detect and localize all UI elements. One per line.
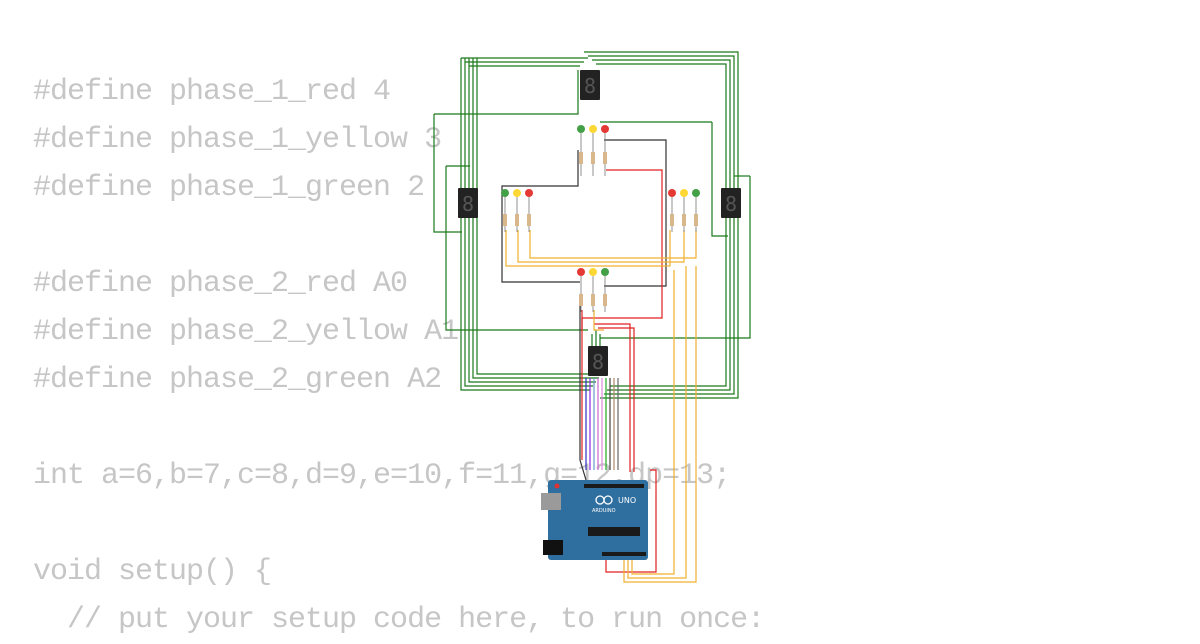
led-icon [680,189,688,197]
display-right: 8 [721,188,741,218]
led-group-left [501,189,533,232]
board-model: UNO [618,496,636,505]
board-brand: ARDUINO [592,508,616,514]
seven-segment-display-icon: 8 [584,74,596,98]
code-line: void setup() { [33,555,272,589]
display-bottom: 8 [588,346,608,376]
black-wire-bundle [501,139,667,481]
microcontroller-chip-icon [588,527,640,536]
seven-segment-display-icon: 8 [592,350,604,374]
resistor-icon [694,214,698,226]
led-icon [501,189,509,197]
led-group-bottom [577,268,609,312]
resistor-icon [591,152,595,164]
resistor-icon [603,152,607,164]
seven-segment-display-icon: 8 [725,192,737,216]
code-line: #define phase_2_red A0 [33,267,408,301]
led-icon [589,268,597,276]
resistor-icon [527,214,531,226]
resistor-icon [579,152,583,164]
led-icon [577,125,585,133]
power-jack-icon [543,540,563,555]
display-top: 8 [580,70,600,100]
led-group-right [668,189,700,232]
yellow-wire-bundle [505,230,697,583]
led-icon [601,125,609,133]
resistor-icon [603,294,607,306]
led-icon [589,125,597,133]
display-left: 8 [458,188,478,218]
resistor-icon [591,294,595,306]
code-line: #define phase_2_yellow A1 [33,315,459,349]
resistor-icon [682,214,686,226]
usb-port-icon [541,493,561,510]
led-icon [692,189,700,197]
code-line: #define phase_1_yellow 3 [33,123,442,157]
resistor-icon [515,214,519,226]
led-group-top [577,125,609,176]
led-icon [577,268,585,276]
resistor-icon [503,214,507,226]
signal-wire-bundle [585,378,619,470]
led-icon [668,189,676,197]
resistor-icon [579,294,583,306]
arduino-uno-board-icon: UNO ARDUINO [541,480,648,560]
green-wire-bundle [433,51,751,399]
code-line: #define phase_1_green 2 [33,171,425,205]
reset-button-icon [554,483,560,489]
led-icon [601,268,609,276]
seven-segment-display-icon: 8 [462,192,474,216]
code-line: #define phase_1_red 4 [33,75,391,109]
led-icon [525,189,533,197]
red-wire-bundle [581,169,663,573]
code-line: #define phase_2_green A2 [33,363,442,397]
led-icon [513,189,521,197]
circuit-diagram: 8 8 8 8 [433,51,751,583]
resistor-icon [670,214,674,226]
